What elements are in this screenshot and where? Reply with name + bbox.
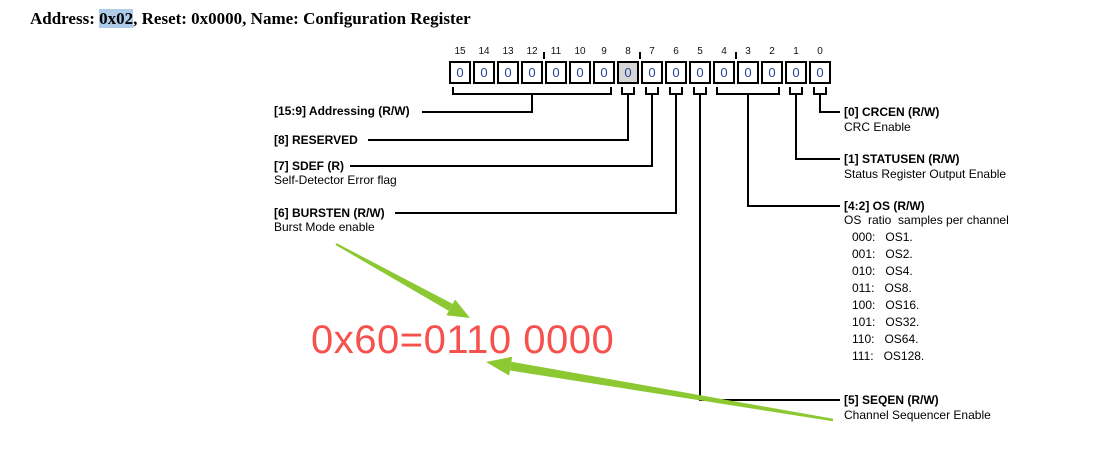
bracket-bit-5 [693,87,707,95]
addressing-connector-v [531,95,533,113]
nibble-tick-8-7 [639,52,641,59]
os-option-4: 100: OS16. [852,298,920,312]
arrow-from-seqen-shaft [510,361,834,422]
bit-cell-15: 0 [449,61,471,84]
bursten-connector-v [675,95,677,214]
field-bursten-label: [6] BURSTEN (R/W) [274,206,385,220]
bit-cell-9: 0 [593,61,615,84]
bit-cell-2: 0 [761,61,783,84]
field-os-subtitle: OS ratio samples per channel [844,213,1009,227]
os-option-3: 011: OS8. [852,281,912,295]
bit-cell-13: 0 [497,61,519,84]
bracket-bits-15-9 [452,87,612,95]
seqen-connector-h [699,399,840,401]
title-rest: , Reset: 0x0000, Name: Configuration Reg… [133,9,471,28]
title-address-label: Address: [30,9,100,28]
field-os-label: [4:2] OS (R/W) [844,199,925,213]
crcen-connector-h [819,111,840,113]
field-statusen-label: [1] STATUSEN (R/W) [844,152,960,166]
bit-number-11: 11 [550,46,562,57]
bit-number-3: 3 [745,46,751,57]
field-statusen-subtitle: Status Register Output Enable [844,167,1007,181]
bracket-bit-6 [669,87,683,95]
bracket-bit-1 [789,87,803,95]
bit-number-12: 12 [526,46,538,57]
bit-number-14: 14 [478,46,490,57]
os-connector-h [747,205,840,207]
field-reserved-label: [8] RESERVED [274,133,358,147]
page-title: Address: 0x02, Reset: 0x0000, Name: Conf… [30,9,471,29]
arrow-from-bursten-shaft [335,243,453,311]
bit-cell-4: 0 [713,61,735,84]
bit-cell-6: 0 [665,61,687,84]
os-option-2: 010: OS4. [852,264,913,278]
field-addressing-label: [15:9] Addressing (R/W) [274,104,410,118]
bit-cell-12: 0 [521,61,543,84]
field-crcen-subtitle: CRC Enable [844,120,911,134]
os-option-7: 111: OS128. [852,349,925,363]
sdef-connector-h [350,165,653,167]
nibble-tick-12-11 [543,52,545,59]
bit-number-0: 0 [817,46,823,57]
os-connector-v [747,95,749,207]
bracket-bit-7 [645,87,659,95]
bit-cell-8: 0 [617,61,639,84]
bit-number-5: 5 [697,46,703,57]
seqen-connector-v [699,95,701,401]
bit-cell-0: 0 [809,61,831,84]
bit-cell-3: 0 [737,61,759,84]
bit-number-15: 15 [454,46,466,57]
bracket-bits-4-2 [716,87,780,95]
os-option-6: 110: OS64. [852,332,919,346]
address-highlight: 0x02 [99,9,134,28]
bit-cell-14: 0 [473,61,495,84]
bit-number-7: 7 [649,46,655,57]
bit-number-2: 2 [769,46,775,57]
field-sdef-label: [7] SDEF (R) [274,159,344,173]
bracket-bit-8 [621,87,635,95]
bit-cell-5: 0 [689,61,711,84]
field-bursten-subtitle: Burst Mode enable [274,220,375,234]
nibble-tick-4-3 [735,52,737,59]
os-option-1: 001: OS2. [852,247,913,261]
bit-number-10: 10 [574,46,586,57]
bit-cell-7: 0 [641,61,663,84]
field-seqen-subtitle: Channel Sequencer Enable [844,408,991,422]
os-option-5: 101: OS32. [852,315,920,329]
os-option-0: 000: OS1. [852,230,913,244]
bit-cell-11: 0 [545,61,567,84]
bit-cell-1: 0 [785,61,807,84]
sdef-connector-v [651,95,653,167]
crcen-connector-v [819,95,821,113]
arrow-from-bursten-head-icon [446,299,470,318]
bit-number-9: 9 [601,46,607,57]
field-sdef-subtitle: Self-Detector Error flag [274,173,397,187]
field-crcen-label: [0] CRCEN (R/W) [844,105,940,119]
statusen-connector-v [795,95,797,160]
bit-number-6: 6 [673,46,679,57]
hex-annotation: 0x60=0110 0000 [311,318,615,362]
bit-cell-10: 0 [569,61,591,84]
bracket-bit-0 [813,87,827,95]
bursten-connector-h [395,212,677,214]
bit-number-4: 4 [721,46,727,57]
reserved-connector-v [627,95,629,141]
arrow-from-seqen-head-icon [486,356,513,376]
bit-number-8: 8 [625,46,631,57]
reserved-connector-h [368,139,629,141]
field-seqen-label: [5] SEQEN (R/W) [844,393,939,407]
addressing-connector-h [422,111,533,113]
bit-number-1: 1 [793,46,799,57]
statusen-connector-h [795,158,840,160]
bit-number-13: 13 [502,46,514,57]
